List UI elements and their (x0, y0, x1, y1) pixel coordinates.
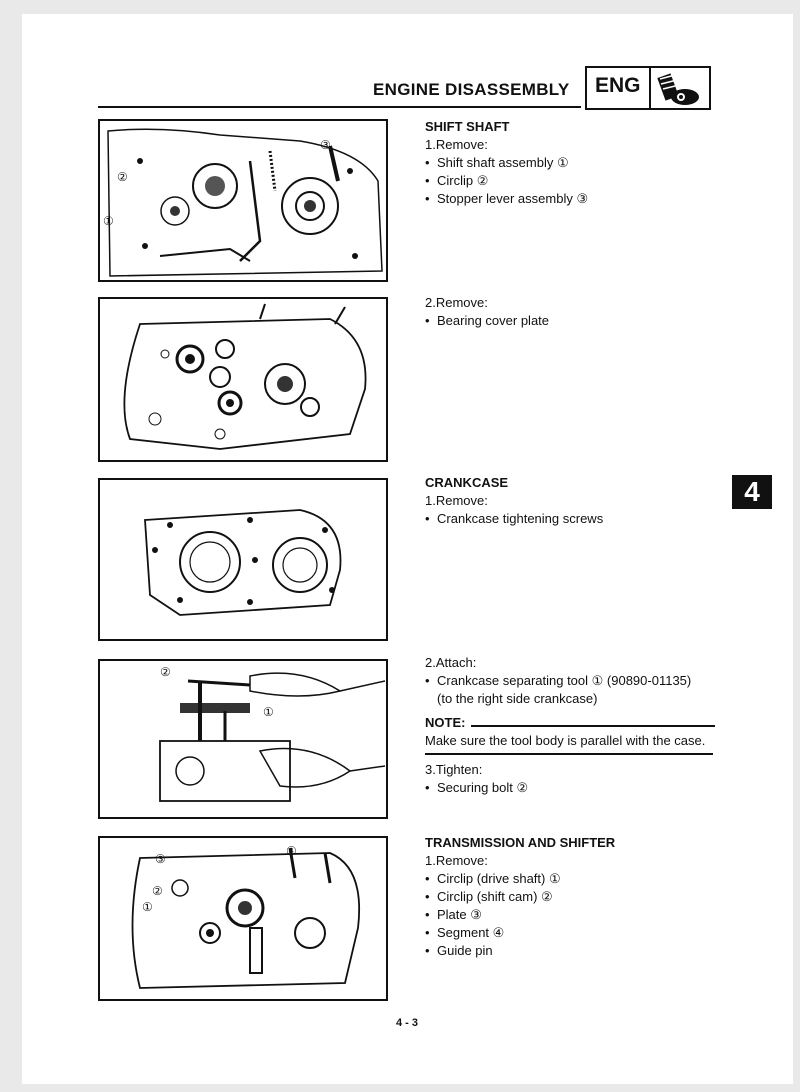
step-label: 2.Remove: (425, 295, 488, 310)
figure-crankcase (98, 478, 388, 641)
step-label: 2.Attach: (425, 655, 477, 670)
page-title: ENGINE DISASSEMBLY (373, 80, 570, 99)
figure-shift-shaft: ① ② ③ (98, 119, 388, 282)
step-label: 1.Remove: (425, 853, 488, 868)
note-label: NOTE: (425, 715, 466, 730)
note-rule (471, 725, 715, 727)
step-label: 1.Remove: (425, 137, 488, 152)
figure-transmission: ③ ④ ② ① (98, 836, 388, 1001)
section-crankcase: CRANKCASE 1.Remove: Crankcase tightening… (425, 474, 603, 528)
section-attach-tool: 2.Attach: Crankcase separating tool ① (9… (425, 654, 715, 797)
callout-3: ③ (155, 852, 166, 866)
section-badge-label: ENG (595, 74, 641, 97)
callout-4: ④ (286, 844, 297, 858)
figure-separating-tool: ② ① (98, 659, 388, 819)
callout-2: ② (160, 665, 171, 679)
note-header: NOTE: (425, 714, 715, 732)
section-bearing-cover: 2.Remove: Bearing cover plate (425, 294, 549, 330)
callout-2: ② (117, 170, 128, 184)
section-badge: ENG (585, 66, 711, 110)
figure-bearing-cover (98, 297, 388, 462)
list-item: Shift shaft assembly ① (425, 154, 588, 172)
section-shift-shaft: SHIFT SHAFT 1.Remove: Shift shaft assemb… (425, 118, 588, 208)
page-number: 4 - 3 (396, 1017, 419, 1029)
list-item: Circlip (drive shaft) ① (425, 870, 615, 888)
list-item: Crankcase tightening screws (425, 510, 603, 528)
header-rule (98, 106, 581, 108)
engine-icon (657, 73, 699, 105)
list-item: Segment ④ (425, 924, 615, 942)
note-end-rule (425, 753, 713, 755)
callout-1: ① (142, 900, 153, 914)
section-transmission: TRANSMISSION AND SHIFTER 1.Remove: Circl… (425, 834, 615, 960)
callout-3: ③ (320, 138, 331, 152)
section-heading: SHIFT SHAFT (425, 119, 510, 134)
callout-1: ① (263, 705, 274, 719)
note-text: Make sure the tool body is parallel with… (425, 733, 706, 748)
section-heading: CRANKCASE (425, 475, 509, 490)
list-item: Guide pin (425, 942, 615, 960)
step-label: 1.Remove: (425, 493, 488, 508)
list-item: Plate ③ (425, 906, 615, 924)
badge-divider (649, 68, 651, 108)
chapter-tab: 4 (732, 475, 772, 509)
list-item: Crankcase separating tool ① (90890-01135… (425, 672, 715, 690)
section-heading: TRANSMISSION AND SHIFTER (425, 835, 616, 850)
list-item-subtext: (to the right side crankcase) (437, 691, 598, 706)
callout-1: ① (103, 214, 114, 228)
list-item: Circlip (shift cam) ② (425, 888, 615, 906)
callout-2: ② (152, 884, 163, 898)
list-item: Securing bolt ② (425, 779, 715, 797)
list-item: Circlip ② (425, 172, 588, 190)
step-label: 3.Tighten: (425, 762, 483, 777)
list-item: Bearing cover plate (425, 312, 549, 330)
list-item: Stopper lever assembly ③ (425, 190, 588, 208)
